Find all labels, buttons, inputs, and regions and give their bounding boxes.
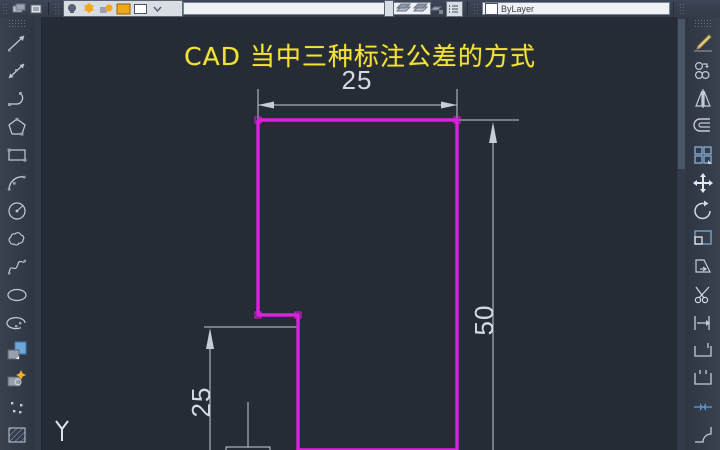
layer-plot-icon[interactable] bbox=[133, 2, 148, 16]
tolerance-leader-callout bbox=[225, 402, 271, 450]
stretch-tool[interactable] bbox=[686, 253, 720, 281]
left-scrollbar[interactable] bbox=[34, 17, 42, 450]
polyline-tool[interactable] bbox=[0, 85, 34, 113]
right-dimension-text: 50 bbox=[469, 305, 499, 336]
array-tool[interactable] bbox=[686, 141, 720, 169]
top-horizontal-dimension bbox=[257, 89, 458, 133]
object-color-combo[interactable]: ByLayer bbox=[482, 2, 670, 15]
copy-tool[interactable] bbox=[686, 57, 720, 85]
toolbar-separator bbox=[48, 2, 49, 15]
properties-list-icon[interactable] bbox=[446, 0, 463, 17]
toolbar-grip[interactable] bbox=[8, 19, 26, 28]
point-tool[interactable] bbox=[0, 393, 34, 421]
rectangle-tool[interactable] bbox=[0, 141, 34, 169]
grip-point bbox=[254, 311, 262, 319]
revision-cloud-tool[interactable] bbox=[0, 225, 34, 253]
make-object-layer-current-icon[interactable] bbox=[395, 2, 412, 16]
polygon-tool[interactable] bbox=[0, 113, 34, 141]
spline-tool[interactable] bbox=[0, 253, 34, 281]
offset-tool[interactable] bbox=[686, 113, 720, 141]
left-dimension-text: 25 bbox=[186, 387, 216, 418]
construction-line-tool[interactable] bbox=[0, 57, 34, 85]
join-tool[interactable] bbox=[686, 393, 720, 421]
scrollbar-thumb[interactable] bbox=[678, 19, 685, 169]
erase-tool[interactable] bbox=[686, 29, 720, 57]
break-at-point-tool[interactable] bbox=[686, 365, 720, 393]
layer-lock-icon[interactable] bbox=[99, 2, 114, 16]
tee-profile-polyline bbox=[256, 118, 459, 450]
left-vertical-dimension bbox=[204, 326, 297, 450]
line-tool[interactable] bbox=[0, 29, 34, 57]
ucs-icon bbox=[55, 420, 69, 441]
layer-toolbar bbox=[0, 0, 431, 17]
make-block-tool[interactable] bbox=[0, 365, 34, 393]
layer-freeze-icon[interactable] bbox=[82, 2, 97, 16]
insert-block-tool[interactable] bbox=[0, 337, 34, 365]
trim-tool[interactable] bbox=[686, 281, 720, 309]
layer-control-panel bbox=[63, 0, 183, 17]
ellipse-arc-tool[interactable] bbox=[0, 309, 34, 337]
drawing-title-text: CAD 当中三种标注公差的方式 bbox=[184, 42, 536, 71]
move-tool[interactable] bbox=[686, 169, 720, 197]
break-tool[interactable] bbox=[686, 337, 720, 365]
color-swatch bbox=[485, 2, 498, 15]
toolbar-grip[interactable] bbox=[473, 2, 480, 15]
rotate-tool[interactable] bbox=[686, 197, 720, 225]
toolbar-separator bbox=[673, 2, 674, 15]
drawing-geometry: 25 50 25 bbox=[55, 65, 519, 450]
grip-point bbox=[254, 116, 262, 124]
top-toolbar: ByLayer bbox=[0, 0, 720, 18]
fillet-tool[interactable] bbox=[686, 421, 720, 449]
right-vertical-dimension bbox=[454, 119, 519, 450]
toolbar-grip[interactable] bbox=[54, 2, 61, 15]
circle-tool[interactable] bbox=[0, 197, 34, 225]
layer-color-icon[interactable] bbox=[116, 2, 131, 16]
object-color-value: ByLayer bbox=[501, 3, 535, 14]
layer-state-manager-icon[interactable] bbox=[29, 2, 44, 16]
scale-tool[interactable] bbox=[686, 225, 720, 253]
grip-point bbox=[453, 116, 461, 124]
modify-toolbar bbox=[685, 17, 720, 450]
properties-toolbar: ByLayer bbox=[384, 0, 688, 17]
hatch-tool[interactable] bbox=[0, 421, 34, 449]
vertical-scrollbar[interactable] bbox=[676, 17, 686, 450]
chevron-down-icon[interactable] bbox=[150, 2, 165, 16]
mirror-tool[interactable] bbox=[686, 85, 720, 113]
extend-tool[interactable] bbox=[686, 309, 720, 337]
draw-toolbar bbox=[0, 17, 35, 450]
dimension-arrow bbox=[489, 122, 497, 143]
layer-previous-icon[interactable] bbox=[412, 2, 429, 16]
ellipse-tool[interactable] bbox=[0, 281, 34, 309]
toolbar-grip[interactable] bbox=[694, 19, 712, 28]
toolbar-edge bbox=[384, 0, 394, 17]
toolbar-grip[interactable] bbox=[2, 2, 9, 15]
drawing-area[interactable]: CAD 当中三种标注公差的方式 25 50 bbox=[34, 17, 686, 450]
layer-name-combo[interactable] bbox=[183, 2, 431, 15]
arc-tool[interactable] bbox=[0, 169, 34, 197]
grip-point bbox=[294, 311, 302, 319]
toolbar-grip[interactable] bbox=[679, 2, 686, 15]
dimension-arrow bbox=[206, 328, 214, 349]
layer-properties-icon[interactable] bbox=[12, 2, 27, 16]
top-dimension-text: 25 bbox=[342, 65, 373, 95]
layer-states-icon[interactable] bbox=[429, 2, 444, 16]
dimension-arrow bbox=[441, 101, 457, 109]
dimension-arrow bbox=[258, 101, 274, 109]
toolbar-separator bbox=[467, 2, 468, 15]
layer-on-off-icon[interactable] bbox=[65, 2, 80, 16]
